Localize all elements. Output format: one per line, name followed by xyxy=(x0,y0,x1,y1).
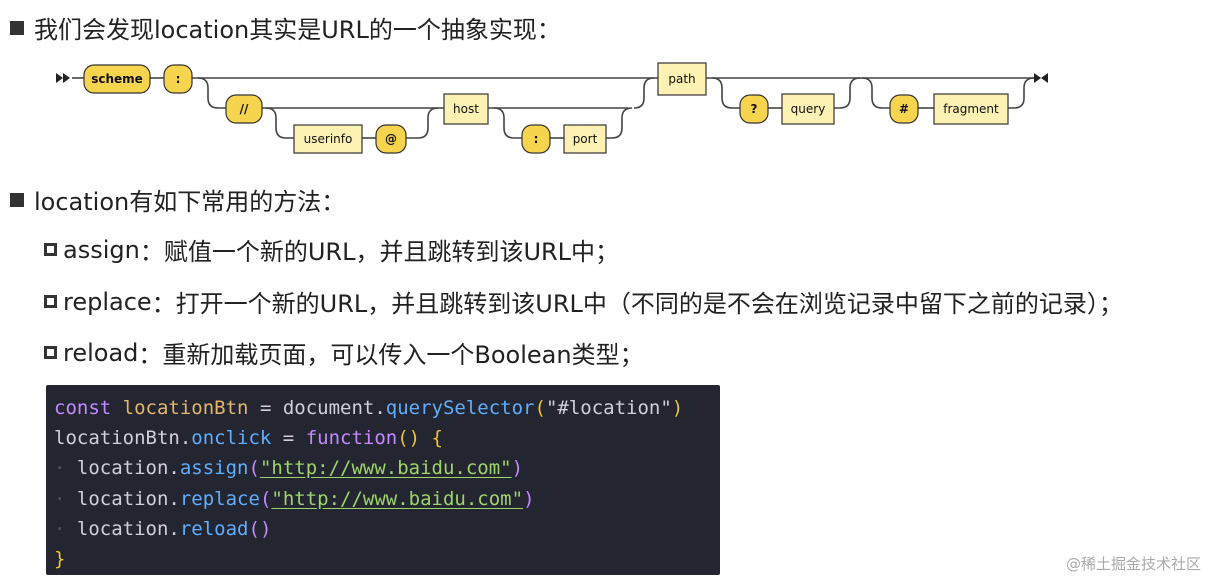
watermark: @稀土掘金技术社区 xyxy=(1065,555,1201,573)
track-query-merge xyxy=(834,77,861,109)
method-reload: reload：重新加载页面，可以传入一个Boolean类型； xyxy=(44,335,644,370)
hollow-square-bullet-icon xyxy=(44,346,57,359)
url-syntax-diagram: scheme : // @ : ? # userinfo xyxy=(56,62,1048,154)
svg-text://: // xyxy=(240,102,249,116)
node-port-colon: : xyxy=(521,124,551,154)
node-scheme: scheme xyxy=(83,64,151,94)
square-bullet-icon xyxy=(10,192,24,207)
code-line-5: · location.reload() xyxy=(54,517,272,540)
code-line-2: locationBtn.onclick = function() { xyxy=(54,427,443,450)
bullet-methods-text: location有如下常用的方法： xyxy=(34,188,346,216)
method-name: replace xyxy=(63,287,152,316)
code-line-1: const locationBtn = document.querySelect… xyxy=(54,397,684,419)
node-path: path xyxy=(657,62,707,96)
track-port-branch xyxy=(493,107,522,139)
svg-text:#: # xyxy=(899,102,909,116)
node-userinfo: userinfo xyxy=(293,124,363,154)
svg-text:fragment: fragment xyxy=(943,102,999,116)
bullet-abstract-text: 我们会发现location其实是URL的一个抽象实现： xyxy=(34,16,561,44)
svg-text:?: ? xyxy=(751,102,758,116)
bullet-abstract: 我们会发现location其实是URL的一个抽象实现： xyxy=(10,10,561,45)
bullet-methods: location有如下常用的方法： xyxy=(10,182,345,217)
track-userinfo-branch xyxy=(265,107,294,139)
node-at: @ xyxy=(375,124,407,154)
end-arrow-icon xyxy=(1034,73,1041,83)
method-replace: replace：打开一个新的URL，并且跳转到该URL中（不同的是不会在浏览记录… xyxy=(44,284,1123,319)
svg-text:scheme: scheme xyxy=(91,72,143,86)
method-desc: ：打开一个新的URL，并且跳转到该URL中（不同的是不会在浏览记录中留下之前的记… xyxy=(151,290,1123,318)
method-name: assign xyxy=(63,235,140,264)
code-block: const locationBtn = document.querySelect… xyxy=(46,385,720,575)
svg-text:port: port xyxy=(573,132,598,146)
svg-text::: : xyxy=(176,72,181,86)
hollow-square-bullet-icon xyxy=(44,295,57,308)
track-query-branch xyxy=(711,77,740,109)
start-arrow-icon xyxy=(56,73,63,83)
node-host: host xyxy=(443,93,489,125)
svg-text:@: @ xyxy=(385,132,397,146)
node-query: query xyxy=(781,93,835,125)
method-assign: assign：赋值一个新的URL，并且跳转到该URL中； xyxy=(44,232,619,267)
method-desc: ：赋值一个新的URL，并且跳转到该URL中； xyxy=(139,238,620,266)
track-authority-merge xyxy=(633,77,655,109)
track-port-merge xyxy=(606,107,633,139)
track-fragment-branch xyxy=(861,77,890,109)
node-question: ? xyxy=(739,94,769,124)
svg-text:host: host xyxy=(453,102,479,116)
hollow-square-bullet-icon xyxy=(44,243,57,256)
track-userinfo-merge xyxy=(406,107,439,139)
code-line-4: · location.replace("http://www.baidu.com… xyxy=(54,487,535,510)
code-line-6: } xyxy=(54,547,66,570)
node-hash: # xyxy=(889,94,919,124)
svg-text:path: path xyxy=(668,72,695,86)
method-desc: ：重新加载页面，可以传入一个Boolean类型； xyxy=(138,341,644,369)
method-name: reload xyxy=(63,338,139,367)
code-line-3: · location.assign("http://www.baidu.com"… xyxy=(54,457,524,480)
svg-text::: : xyxy=(534,132,539,146)
svg-text:userinfo: userinfo xyxy=(304,132,353,146)
track-authority-branch xyxy=(197,77,226,109)
track-fragment-merge xyxy=(1008,77,1035,109)
square-bullet-icon xyxy=(10,20,24,35)
node-port: port xyxy=(563,124,607,154)
node-colon: : xyxy=(163,64,193,94)
node-slashes: // xyxy=(225,94,263,124)
node-fragment: fragment xyxy=(933,93,1009,125)
svg-text:query: query xyxy=(791,102,826,116)
